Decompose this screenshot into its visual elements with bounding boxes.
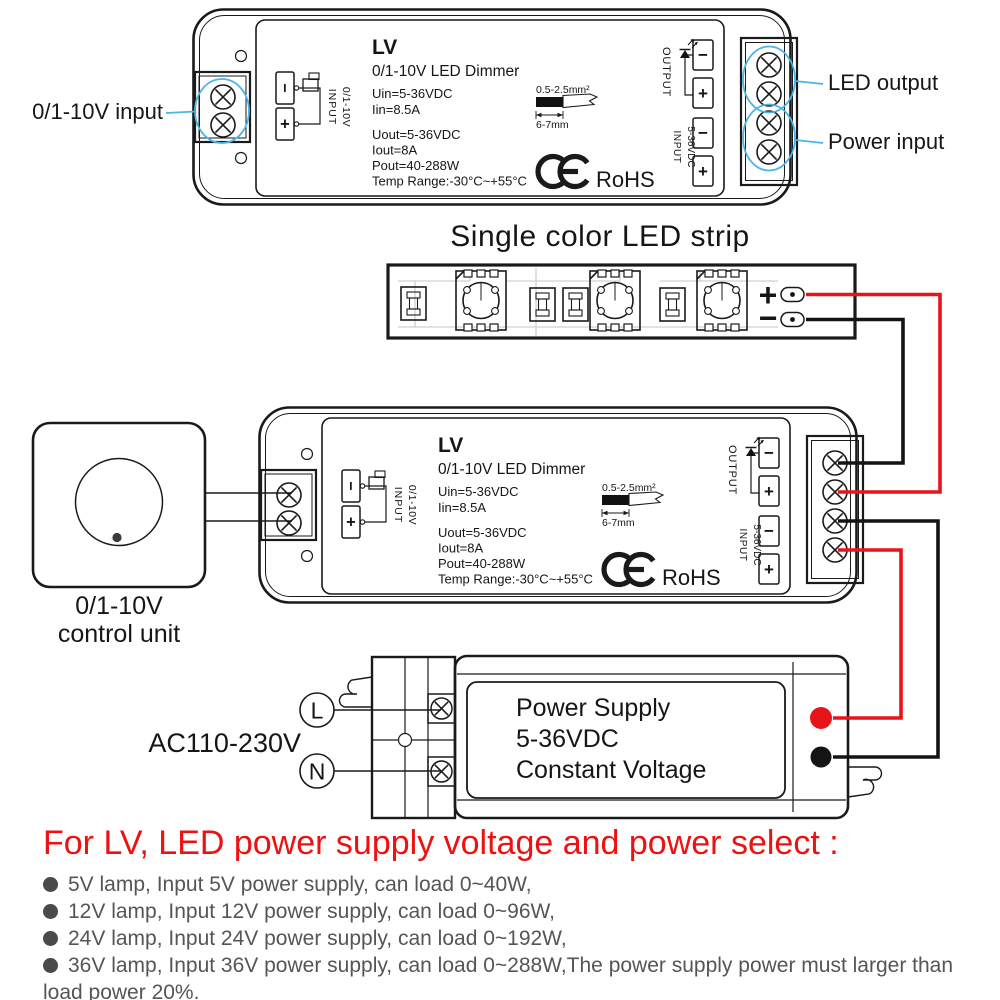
list-item-text: 24V lamp, Input 24V power supply, can lo… bbox=[68, 927, 567, 950]
live-terminal-label: L bbox=[311, 698, 324, 724]
bullet-dot-icon bbox=[43, 877, 58, 892]
mounting-ear bbox=[338, 676, 373, 708]
strip-plus-pad bbox=[780, 286, 805, 303]
power-supply bbox=[299, 654, 883, 820]
callout-marks bbox=[165, 45, 824, 172]
strip-body bbox=[386, 263, 857, 340]
control-unit bbox=[31, 421, 292, 589]
strip-resistor bbox=[659, 287, 686, 322]
led-output-callout-label: LED output bbox=[828, 70, 938, 95]
wire-power-minus bbox=[833, 519, 940, 759]
dimmer-middle bbox=[260, 408, 864, 603]
control-unit-label-1: 0/1-10V bbox=[75, 592, 163, 620]
list-item: 12V lamp, Input 12V power supply, can lo… bbox=[43, 898, 968, 925]
list-item-text: 5V lamp, Input 5V power supply, can load… bbox=[68, 873, 532, 896]
input-callout-circle bbox=[194, 78, 250, 144]
wire-output-minus bbox=[806, 317, 905, 465]
strip-led-chip bbox=[696, 269, 748, 332]
control-unit-label-2: control unit bbox=[58, 620, 180, 648]
knob-indicator-dot bbox=[112, 532, 122, 543]
psu-screw-terminal bbox=[430, 697, 453, 720]
strip-minus-sign: − bbox=[759, 300, 778, 336]
strip-resistor bbox=[529, 287, 556, 322]
list-item-text: 36V lamp, Input 36V power supply, can lo… bbox=[43, 954, 954, 1000]
input-callout-label: 0/1-10V input bbox=[32, 99, 163, 124]
bullet-dot-icon bbox=[43, 958, 58, 973]
footer-notes: For LV, LED power supply voltage and pow… bbox=[43, 824, 968, 1000]
psu-dc-plus-dot bbox=[810, 707, 832, 729]
psu-text-1: Power Supply bbox=[516, 694, 671, 722]
wire-power-plus bbox=[833, 548, 903, 720]
strip-title: Single color LED strip bbox=[450, 220, 749, 253]
list-item-text: 12V lamp, Input 12V power supply, can lo… bbox=[68, 900, 555, 923]
bullet-dot-icon bbox=[43, 931, 58, 946]
strip-led-chip bbox=[455, 269, 507, 332]
psu-terminal-section bbox=[370, 655, 457, 820]
power-select-list: 5V lamp, Input 5V power supply, can load… bbox=[43, 871, 968, 1000]
list-item: 5V lamp, Input 5V power supply, can load… bbox=[43, 871, 968, 898]
strip-led-chip bbox=[589, 269, 641, 332]
led-output-callout-circle bbox=[742, 45, 796, 114]
wire-output-plus bbox=[806, 292, 942, 494]
ac-input-label: AC110-230V bbox=[148, 728, 301, 758]
led-strip: + − bbox=[386, 263, 857, 340]
power-input-callout-circle bbox=[742, 103, 796, 172]
power-select-heading: For LV, LED power supply voltage and pow… bbox=[43, 824, 839, 862]
bullet-dot-icon bbox=[43, 904, 58, 919]
connection-wires bbox=[806, 292, 942, 759]
strip-minus-pad bbox=[780, 311, 805, 328]
power-input-callout-label: Power input bbox=[828, 129, 944, 154]
list-item: 24V lamp, Input 24V power supply, can lo… bbox=[43, 925, 968, 952]
list-item: 36V lamp, Input 36V power supply, can lo… bbox=[43, 952, 968, 1000]
psu-dc-minus-dot bbox=[810, 746, 832, 768]
dimmer-top bbox=[194, 10, 798, 205]
psu-text-2: 5-36VDC bbox=[516, 725, 619, 753]
control-knob bbox=[74, 457, 164, 547]
mounting-ear bbox=[847, 766, 883, 798]
psu-body bbox=[453, 654, 850, 820]
strip-plus-sign: + bbox=[759, 277, 778, 313]
neutral-terminal-label: N bbox=[309, 759, 326, 785]
strip-resistor bbox=[562, 287, 589, 322]
control-unit-body bbox=[31, 421, 207, 589]
strip-resistor bbox=[400, 286, 427, 321]
psu-text-3: Constant Voltage bbox=[516, 756, 706, 784]
psu-label-panel bbox=[466, 681, 786, 799]
